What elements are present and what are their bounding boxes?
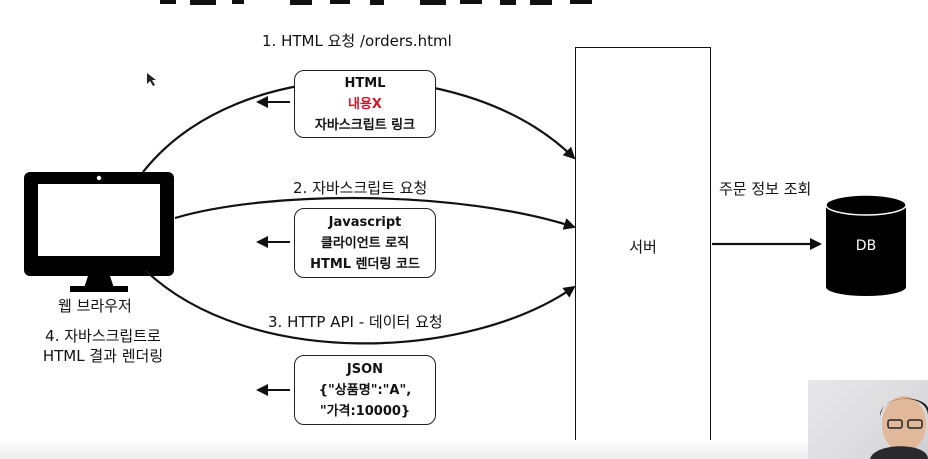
request-arrow-api: [144, 269, 576, 345]
response-box-json: JSON {"상품명":"A", "가격:10000}: [294, 355, 436, 425]
cropped-title-fragment: [160, 0, 592, 5]
webcam-overlay: [808, 380, 928, 459]
db-label: DB: [855, 238, 877, 254]
response-box-html: HTML 내용X 자바스크립트 링크: [294, 70, 436, 138]
presenter-silhouette-icon: [870, 396, 928, 459]
response-html-line-1: HTML: [344, 75, 386, 91]
db-cylinder-icon: [825, 194, 907, 296]
response-json-line-2: {"상품명":"A",: [318, 382, 412, 398]
db-query-label: 주문 정보 조회: [719, 180, 812, 198]
request-arrow-js: [174, 196, 576, 230]
response-box-js: Javascript 클라이언트 로직 HTML 렌더링 코드: [294, 208, 436, 278]
request-label-js: 2. 자바스크립트 요청: [293, 179, 428, 197]
response-json-line-3: "가격:10000}: [319, 403, 411, 419]
response-js-line-2: 클라이언트 로직: [320, 235, 410, 251]
response-js-line-3: HTML 렌더링 코드: [310, 256, 420, 272]
video-bottom-strip: [0, 440, 808, 459]
web-browser-label: 웹 브라우저: [58, 297, 132, 315]
mouse-cursor-icon: [147, 73, 156, 86]
server-label: 서버: [629, 238, 657, 256]
server-box: 서버: [575, 47, 711, 444]
response-html-line-2: 내용X: [348, 96, 382, 112]
response-js-line-1: Javascript: [328, 214, 402, 230]
render-note-line-2: HTML 결과 렌더링: [42, 347, 164, 365]
request-label-api: 3. HTTP API - 데이터 요청: [268, 313, 443, 331]
web-browser-monitor-icon: [24, 172, 174, 292]
response-json-line-1: JSON: [346, 361, 384, 377]
response-html-line-3: 자바스크립트 링크: [314, 117, 416, 133]
request-label-html: 1. HTML 요청 /orders.html: [262, 32, 452, 50]
render-note-line-1: 4. 자바스크립트로: [45, 327, 161, 345]
